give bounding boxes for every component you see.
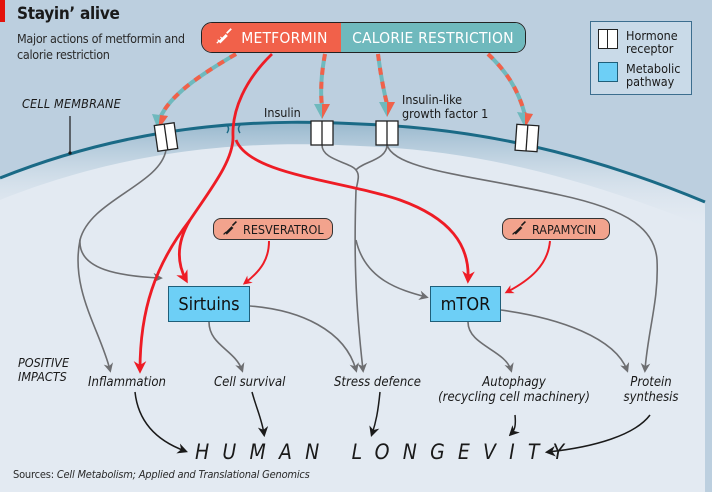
metabolic-pathway-icon bbox=[598, 62, 618, 82]
intervention-pill: METFORMIN CALORIE RESTRICTION bbox=[201, 22, 526, 53]
impact-protein-synthesis: Protein synthesis bbox=[612, 375, 690, 405]
impact-label: Stress defence bbox=[334, 375, 421, 390]
legend-label: Hormone receptor bbox=[626, 28, 678, 56]
dashed-arrowheads bbox=[152, 102, 533, 130]
metformin-label: METFORMIN bbox=[241, 28, 328, 47]
hormone-receptor-icon bbox=[598, 29, 618, 49]
impact-label: Cell survival bbox=[214, 375, 286, 390]
positive-impacts-line1: POSITIVE bbox=[18, 355, 70, 370]
sirtuins-label: Sirtuins bbox=[178, 293, 240, 315]
sources-text: Cell Metabolism; Applied and Translation… bbox=[56, 468, 310, 481]
impact-stress-defence: Stress defence bbox=[334, 375, 421, 390]
impact-autophagy: Autophagy (recycling cell machinery) bbox=[434, 375, 594, 405]
legend-item-metabolic-pathway: Metabolic pathway bbox=[598, 62, 686, 88]
mtor-box: mTOR bbox=[430, 286, 501, 322]
grey-connectors bbox=[77, 144, 659, 373]
impact-inflammation: Inflammation bbox=[88, 375, 166, 390]
insulin-label: Insulin bbox=[264, 105, 301, 120]
legend: Hormone receptor Metabolic pathway bbox=[590, 21, 692, 95]
impact-label: Inflammation bbox=[88, 375, 166, 390]
sources-prefix: Sources: bbox=[13, 468, 54, 481]
right-margin bbox=[705, 0, 712, 492]
membrane-channel bbox=[226, 124, 241, 134]
syringe-icon bbox=[222, 220, 238, 239]
positive-impacts-label: POSITIVE IMPACTS bbox=[18, 356, 69, 384]
chart-title: Stayin’ alive bbox=[17, 4, 120, 24]
chart-subtitle: Major actions of metformin and calorie r… bbox=[17, 31, 185, 62]
mtor-label: mTOR bbox=[440, 293, 491, 315]
igf1-label-line2: growth factor 1 bbox=[402, 106, 489, 121]
rapamycin-pill: RAPAMYCIN bbox=[502, 218, 610, 240]
receptor-igf1 bbox=[375, 120, 399, 146]
metformin-label-box: METFORMIN bbox=[202, 23, 341, 52]
cell-membrane-line bbox=[0, 120, 706, 204]
impact-cell-survival: Cell survival bbox=[214, 375, 285, 390]
receptor-left bbox=[153, 122, 179, 152]
sources-note: Sources: Cell Metabolism; Applied and Tr… bbox=[13, 468, 310, 481]
dashed-arrows bbox=[158, 52, 527, 119]
impact-label: Protein bbox=[630, 375, 672, 390]
calorie-restriction-label-box: CALORIE RESTRICTION bbox=[340, 23, 525, 52]
cell-membrane-label: CELL MEMBRANE bbox=[22, 96, 121, 111]
calorie-restriction-label: CALORIE RESTRICTION bbox=[352, 28, 514, 47]
igf1-label: Insulin-like growth factor 1 bbox=[402, 93, 488, 121]
legend-label: Metabolic pathway bbox=[626, 61, 681, 89]
rapamycin-label: RAPAMYCIN bbox=[532, 221, 597, 237]
receptor-insulin bbox=[310, 120, 334, 146]
receptor-right bbox=[514, 123, 540, 153]
red-connectors bbox=[133, 52, 551, 374]
syringe-icon bbox=[215, 27, 233, 49]
membrane-pointer-dot bbox=[68, 151, 72, 155]
resveratrol-pill: RESVERATROL bbox=[213, 218, 333, 240]
impact-label: Autophagy bbox=[482, 375, 546, 390]
positive-impacts-line2: IMPACTS bbox=[18, 369, 67, 384]
sirtuins-box: Sirtuins bbox=[168, 286, 250, 322]
syringe-icon bbox=[511, 220, 527, 239]
human-longevity-label: HUMAN LONGEVITY bbox=[195, 440, 578, 464]
brand-accent-tab bbox=[0, 0, 5, 22]
cell-interior bbox=[0, 122, 712, 492]
resveratrol-label: RESVERATROL bbox=[243, 221, 324, 237]
igf1-label-line1: Insulin-like bbox=[402, 92, 463, 107]
black-connectors bbox=[134, 391, 651, 457]
impact-sublabel: synthesis bbox=[623, 390, 679, 405]
impact-sublabel: (recycling cell machinery) bbox=[438, 390, 590, 405]
hormone-receptors bbox=[153, 120, 540, 153]
legend-item-hormone-receptor: Hormone receptor bbox=[598, 29, 686, 55]
